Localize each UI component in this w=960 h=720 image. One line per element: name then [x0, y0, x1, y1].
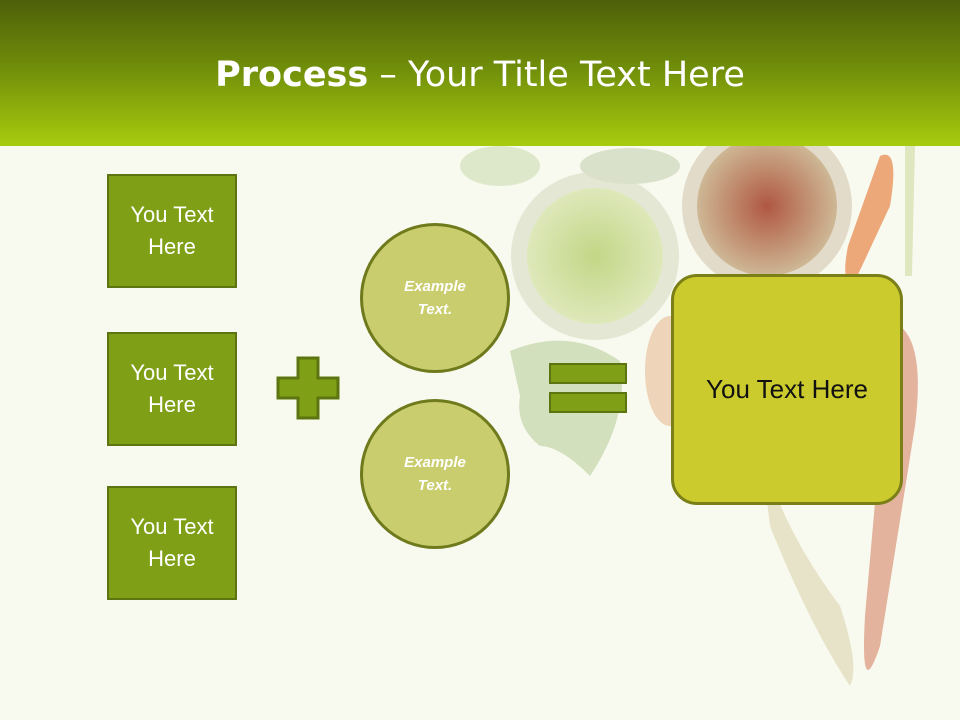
- circle-1-line2: Text.: [417, 301, 453, 318]
- title-rest: – Your Title Text Here: [368, 55, 745, 95]
- result-label: You Text Here: [706, 374, 868, 404]
- left-box-3-line2: Here: [148, 546, 196, 571]
- left-box-1-line2: Here: [148, 234, 196, 259]
- equals-icon-top-bar: [549, 363, 627, 384]
- left-box-2-line1: You Text: [130, 360, 214, 385]
- left-box-2-line2: Here: [148, 392, 196, 417]
- circle-2-line1: Example: [404, 454, 466, 471]
- left-box-1-line1: You Text: [130, 202, 214, 227]
- equals-icon-bottom-bar: [549, 392, 627, 413]
- title-bold: Process: [215, 55, 369, 95]
- circle-2-line2: Text.: [417, 477, 453, 494]
- plus-icon: [276, 356, 340, 420]
- circle-1-line1: Example: [404, 278, 466, 295]
- result-text-box[interactable]: You Text Here: [671, 274, 903, 505]
- header-banner: [0, 0, 960, 146]
- slide-title: Process – Your Title Text Here: [0, 52, 960, 98]
- left-box-3-line1: You Text: [130, 514, 214, 539]
